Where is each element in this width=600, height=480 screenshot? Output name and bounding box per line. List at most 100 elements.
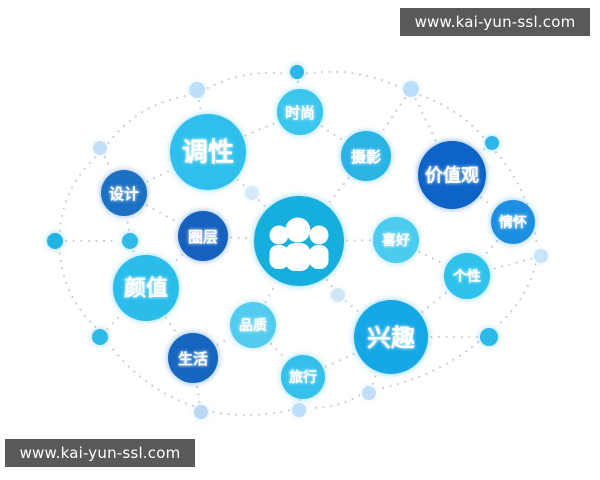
- bubble-node-pinzhi: 品质: [230, 302, 276, 348]
- small-node-dots: [47, 65, 548, 419]
- bubble-node-sheji: 设计: [101, 170, 147, 216]
- bubble-label: 旅行: [289, 369, 317, 386]
- bubble-circle: [491, 200, 535, 244]
- node-dot: [403, 81, 419, 97]
- bubble-node-xihao: 喜好: [373, 217, 419, 263]
- node-dot: [189, 82, 205, 98]
- bubble-node-quanceng: 圈层: [178, 211, 228, 261]
- bubble-circle: [281, 355, 325, 399]
- bubble-label: 兴趣: [367, 324, 416, 352]
- bubble-node-xingqu: 兴趣: [354, 300, 428, 374]
- bubble-label: 生活: [178, 350, 208, 368]
- connection-line: [421, 291, 448, 314]
- connection-line: [107, 342, 195, 408]
- bubble-label: 喜好: [382, 232, 410, 249]
- connection-line: [307, 394, 361, 409]
- bubble-node-yanzhi: 颜值: [113, 255, 179, 321]
- bubble-node-shishang: 时尚: [277, 89, 323, 135]
- connection-line: [419, 94, 485, 139]
- connection-line: [244, 121, 278, 137]
- bubble-circle: [113, 255, 179, 321]
- bubble-circle: [168, 333, 218, 383]
- bubble-circle: [444, 253, 490, 299]
- connection-line: [107, 94, 189, 144]
- connection-line: [326, 278, 334, 288]
- bubble-node-jiazhi: 价值观: [418, 141, 486, 209]
- connection-line: [171, 253, 184, 265]
- connection-line: [371, 373, 378, 385]
- connection-line: [58, 249, 97, 329]
- connection-line: [257, 199, 267, 208]
- connection-line: [414, 97, 438, 143]
- bubble-label: 品质: [239, 317, 267, 334]
- bubble-circle: [341, 131, 391, 181]
- bubble-circle: [178, 211, 228, 261]
- node-dot: [480, 328, 498, 346]
- connection-line: [479, 148, 486, 153]
- bubble-node-shenghuo: 生活: [168, 333, 218, 383]
- connection-line: [103, 155, 113, 172]
- bubble-node-qinghuai: 情怀: [491, 200, 535, 244]
- bubble-label: 时尚: [285, 104, 315, 122]
- node-dot: [534, 249, 548, 263]
- bubble-label: 情怀: [499, 214, 527, 231]
- node-dot: [47, 233, 63, 249]
- connection-lines: [58, 70, 539, 417]
- bubble-circle: [277, 89, 323, 135]
- connection-line: [482, 239, 498, 258]
- connection-line: [494, 151, 539, 248]
- node-dot: [92, 329, 108, 345]
- connection-line: [480, 196, 495, 208]
- node-dot: [331, 288, 345, 302]
- connection-line: [418, 250, 445, 266]
- bubble-node-sheying: 摄影: [341, 131, 391, 181]
- node-dot: [292, 403, 306, 417]
- connection-line: [132, 250, 136, 255]
- connection-line: [165, 316, 179, 336]
- connection-line: [206, 71, 289, 90]
- bubble-circle: [101, 170, 147, 216]
- bubble-circle: [230, 302, 276, 348]
- connection-line: [327, 176, 350, 205]
- connection-line: [377, 341, 480, 390]
- bubble-label: 颜值: [124, 276, 168, 302]
- node-dot: [290, 65, 304, 79]
- watermark-top: www.kai-yun-ssl.com: [400, 8, 590, 36]
- connection-line: [145, 204, 180, 224]
- node-dot: [362, 386, 376, 400]
- bubble-circle: [418, 141, 486, 209]
- bubble-label: 价值观: [425, 165, 479, 187]
- node-dot: [122, 233, 138, 249]
- connection-line: [324, 352, 356, 368]
- node-dot: [245, 186, 259, 200]
- bubble-circle: [354, 300, 428, 374]
- connection-line: [126, 217, 130, 232]
- connection-line: [269, 342, 287, 361]
- connection-line: [344, 300, 361, 314]
- bubble-label: 个性: [452, 268, 481, 285]
- people-group-icon: [269, 217, 329, 271]
- bubble-label: 摄影: [351, 148, 381, 166]
- connection-line: [491, 257, 533, 271]
- connection-line: [320, 125, 344, 142]
- connection-line: [146, 168, 173, 183]
- node-dot: [485, 136, 499, 150]
- connection-line: [494, 263, 537, 328]
- connection-line: [264, 282, 277, 304]
- bubble-label: 调性: [182, 138, 234, 168]
- node-dot: [194, 405, 208, 419]
- connection-line: [305, 70, 402, 89]
- connection-line: [106, 313, 123, 331]
- bubble-circle: [170, 114, 246, 190]
- bubble-circle: [373, 217, 419, 263]
- bubble-label: 设计: [109, 185, 139, 203]
- connection-line: [197, 99, 202, 113]
- bubble-node-center: [254, 196, 344, 286]
- connection-line: [229, 236, 253, 240]
- watermark-bottom: www.kai-yun-ssl.com: [5, 439, 195, 467]
- connection-line: [58, 155, 97, 233]
- bubble-node-gexing: 个性: [444, 253, 490, 299]
